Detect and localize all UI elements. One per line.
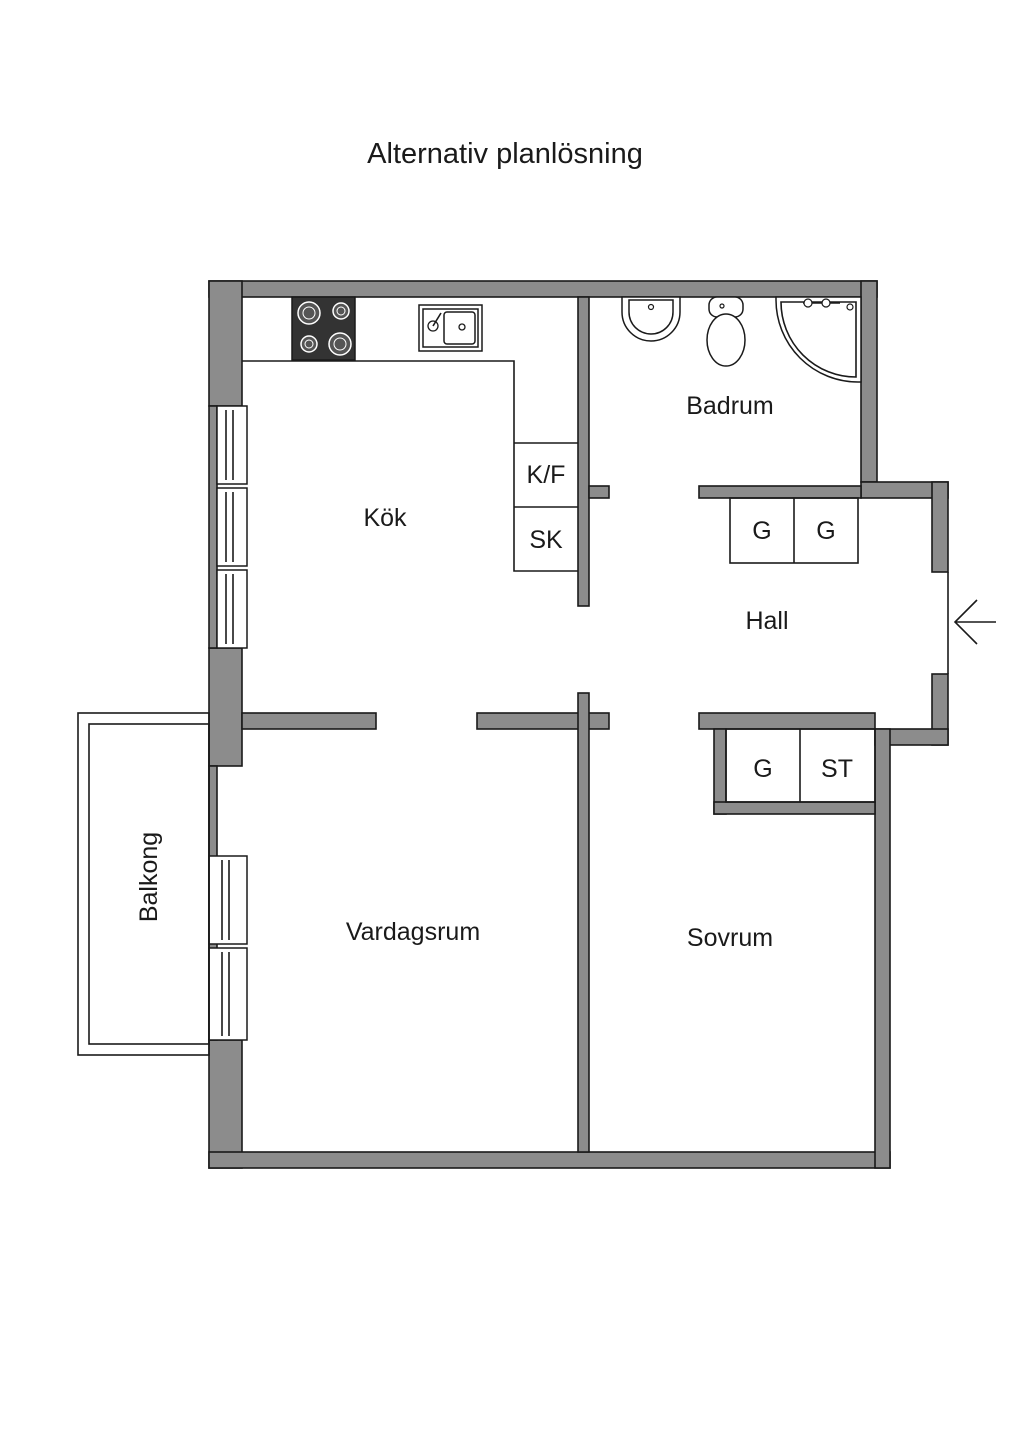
window [208,947,248,1041]
room-label-hall: Hall [745,607,788,635]
walls [208,280,949,1169]
window [216,405,248,485]
toilet-icon [706,296,746,367]
balcony [77,712,210,1056]
stove-icon [291,296,356,361]
kitchen-cabinet-label: SK [529,526,563,554]
wardrobes-hall-top [729,497,859,564]
room-label-living-room: Vardagsrum [346,918,480,946]
window [216,487,248,567]
room-label-bedroom: Sovrum [687,924,773,952]
fridge-freezer-label: K/F [527,461,566,489]
room-label-bathroom: Badrum [686,392,774,420]
wardrobe-label: G [816,517,835,545]
storage-label: ST [821,755,853,783]
window [216,569,248,649]
wardrobes-hall-bottom [725,728,876,803]
sink-icon [418,304,483,352]
washbasin-icon [621,296,681,342]
arrow-left-icon [953,599,996,645]
shower-icon [775,296,862,383]
wardrobe-label: G [753,755,772,783]
page-title: Alternativ planlösning [367,138,643,170]
room-label-balcony: Balkong [135,832,163,922]
window [208,855,248,945]
room-label-kitchen: Kök [363,504,407,532]
wardrobe-label: G [752,517,771,545]
kitchen-counter [242,360,578,572]
